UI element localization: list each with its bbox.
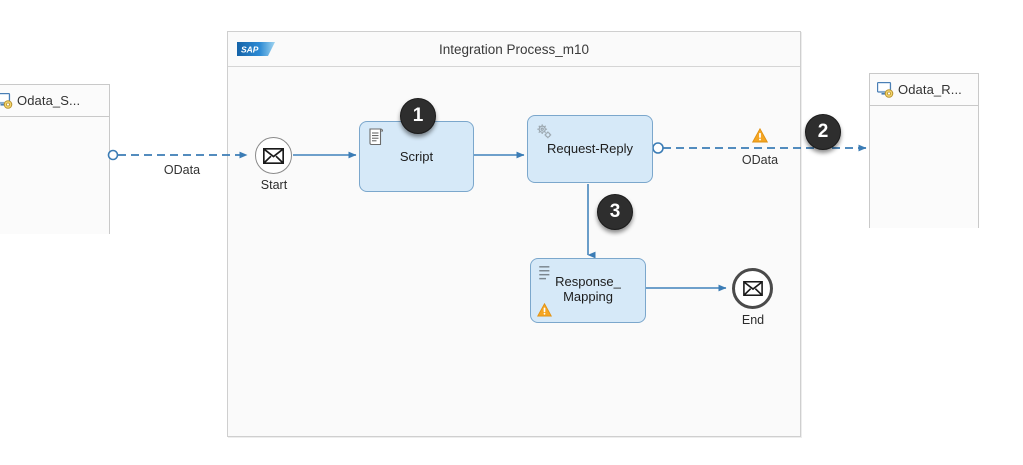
participant-receiver-body bbox=[870, 106, 978, 228]
participant-sender[interactable]: Odata_S... bbox=[0, 84, 110, 234]
start-event[interactable] bbox=[255, 137, 292, 174]
participant-sender-header: Odata_S... bbox=[0, 85, 109, 117]
task-script-label: Script bbox=[399, 149, 434, 164]
participant-receiver-header: Odata_R... bbox=[870, 74, 978, 106]
task-response-mapping-label: Response_ Mapping bbox=[555, 274, 621, 304]
participant-receiver-label: Odata_R... bbox=[898, 82, 962, 97]
end-event-label: End bbox=[741, 313, 765, 327]
message-flow-outbound-label: OData bbox=[741, 153, 779, 167]
step-badge-3: 3 bbox=[597, 194, 633, 230]
message-flow-inbound-label: OData bbox=[163, 163, 201, 177]
message-envelope-icon bbox=[263, 147, 284, 164]
message-envelope-icon bbox=[742, 281, 763, 296]
step-badge-1-number: 1 bbox=[412, 105, 424, 126]
integration-process-pool[interactable]: Integration Process_m10 SAP bbox=[227, 31, 801, 437]
step-badge-1: 1 bbox=[400, 98, 436, 134]
end-event[interactable] bbox=[732, 268, 773, 309]
start-event-label: Start bbox=[260, 178, 288, 192]
process-canvas bbox=[228, 67, 800, 436]
svg-text:SAP: SAP bbox=[241, 45, 259, 55]
system-participant-icon bbox=[877, 82, 894, 98]
task-response-mapping[interactable]: Response_ Mapping bbox=[530, 258, 646, 323]
participant-receiver[interactable]: Odata_R... bbox=[869, 73, 979, 228]
system-participant-icon bbox=[0, 93, 13, 109]
sap-logo: SAP bbox=[237, 42, 275, 56]
task-request-reply-label: Request-Reply bbox=[547, 141, 633, 156]
participant-sender-body bbox=[0, 117, 109, 234]
process-title: Integration Process_m10 bbox=[438, 42, 590, 57]
process-header bbox=[228, 32, 800, 67]
step-badge-2: 2 bbox=[805, 114, 841, 150]
warning-icon bbox=[537, 303, 552, 317]
step-badge-3-number: 3 bbox=[609, 201, 621, 222]
participant-sender-label: Odata_S... bbox=[17, 93, 81, 108]
warning-icon bbox=[752, 128, 768, 143]
step-badge-2-number: 2 bbox=[817, 121, 829, 142]
message-mapping-icon bbox=[539, 266, 550, 280]
task-request-reply[interactable]: Request-Reply bbox=[527, 115, 653, 183]
script-icon bbox=[369, 128, 384, 146]
gear-service-icon bbox=[537, 124, 552, 139]
